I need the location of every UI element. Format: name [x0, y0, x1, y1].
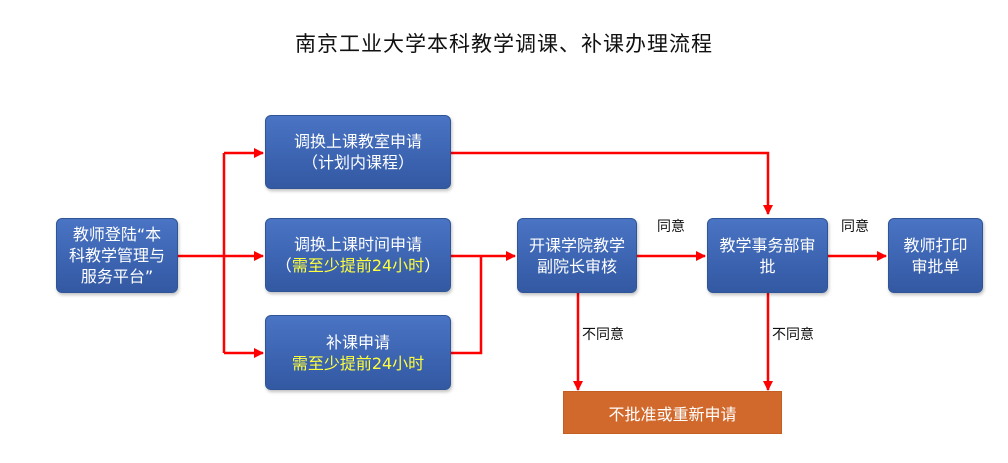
node-text: 批: [759, 256, 776, 276]
node-affairs-approval: 教学事务部审 批: [707, 218, 828, 293]
node-login-platform: 教师登陆“本 科教学管理与 服务平台”: [56, 218, 178, 293]
edge-label-disagree: 不同意: [772, 327, 814, 343]
node-reject-or-reapply: 不批准或重新申请: [563, 391, 782, 434]
node-text: 副院长审核: [536, 256, 617, 276]
node-text: 科教学管理与: [68, 246, 165, 265]
arrow-room-to-affairs: [451, 151, 773, 215]
node-text: 开课学院教学: [528, 235, 625, 255]
node-text: 调换上课时间申请: [293, 235, 422, 254]
diagram-title: 南京工业大学本科教学调课、补课办理流程: [295, 32, 713, 56]
node-text: 审批单: [911, 256, 960, 276]
paren-open: （: [275, 256, 292, 275]
node-text: 服务平台”: [80, 267, 154, 286]
paren-close: ）: [424, 256, 441, 275]
node-text: （计划内课程）: [301, 153, 414, 172]
node-text: 教师打印: [903, 235, 968, 255]
node-time-change-request: 调换上课时间申请 （需至少提前24小时）: [265, 218, 451, 292]
node-text: 补课申请: [325, 332, 390, 352]
edge-label-agree: 同意: [657, 219, 685, 235]
node-print-form: 教师打印 审批单: [888, 218, 983, 293]
highlight-text: 需至少提前24小时: [291, 353, 425, 373]
node-dean-review: 开课学院教学 副院长审核: [517, 218, 637, 293]
highlight-text: 需至少提前24小时: [291, 256, 425, 275]
node-text: 教师登陆“本: [72, 225, 162, 244]
edge-label-agree: 同意: [841, 219, 869, 235]
node-text: （需至少提前24小时）: [276, 255, 440, 276]
node-room-change-request: 调换上课教室申请 （计划内课程）: [265, 115, 451, 189]
arrow-makeup-merge: [451, 256, 483, 355]
node-text: 教学事务部审: [719, 235, 816, 255]
node-makeup-request: 补课申请 需至少提前24小时: [265, 315, 451, 390]
edge-label-disagree: 不同意: [582, 327, 624, 343]
node-text: 调换上课教室申请: [293, 132, 422, 151]
